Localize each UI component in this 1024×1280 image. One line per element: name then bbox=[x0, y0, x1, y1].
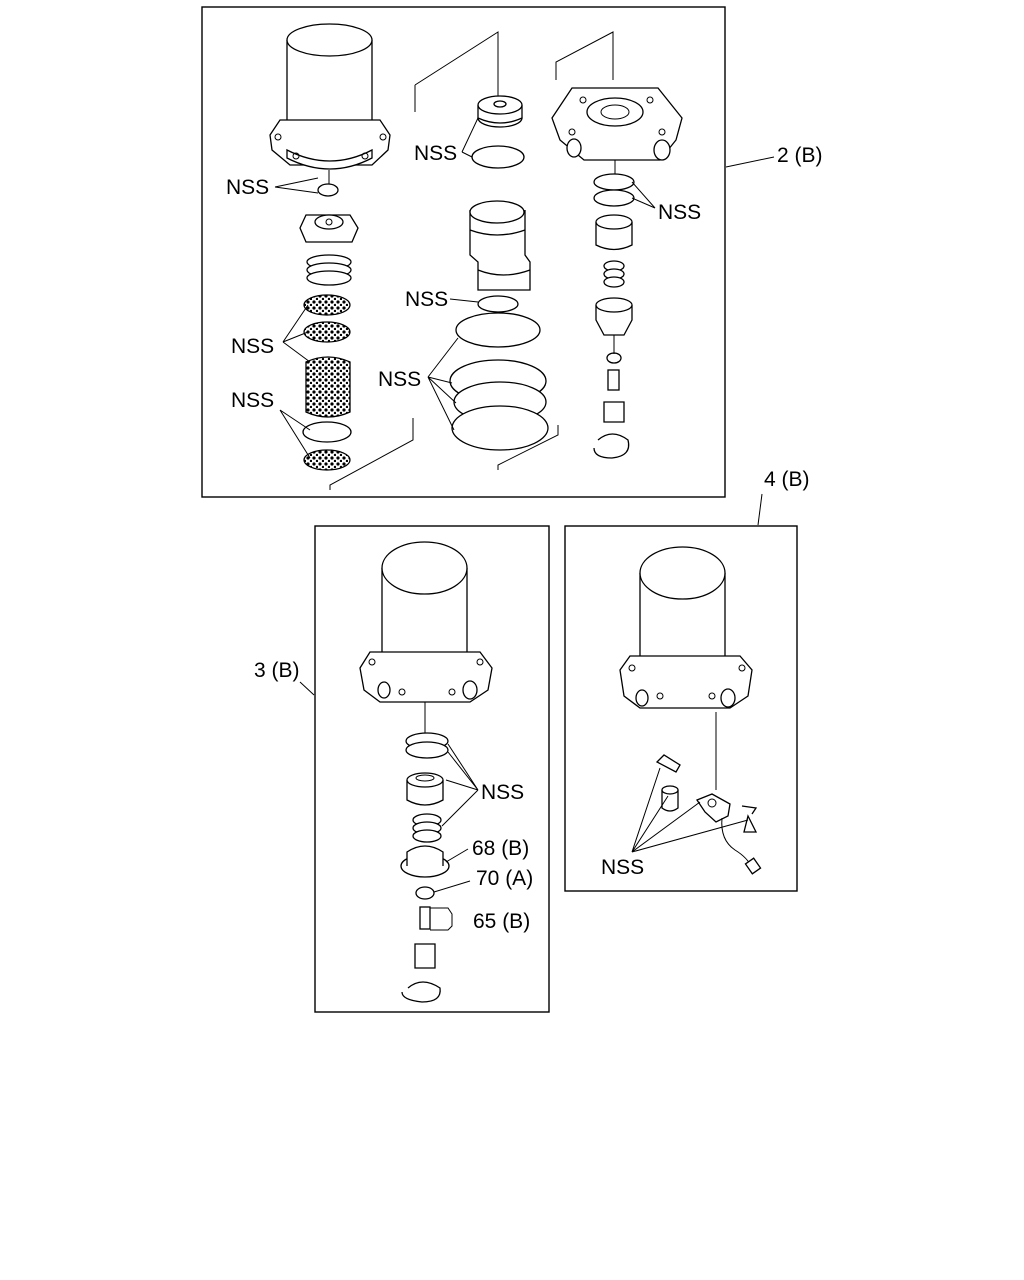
nss-label-4: NSS bbox=[405, 288, 448, 311]
panel-3b-frame bbox=[314, 525, 550, 1013]
label-65b: 65 (B) bbox=[473, 910, 530, 933]
panel-3b: 3 (B) NSS 68 (B) 70 (A) 65 (B) bbox=[254, 525, 550, 1013]
piston-3b bbox=[406, 772, 444, 806]
dryer-cartridge-4b bbox=[619, 546, 753, 709]
valve-body bbox=[551, 87, 683, 161]
spring-right bbox=[603, 260, 625, 288]
filter-disc-3 bbox=[302, 421, 352, 443]
valve-seat-right bbox=[595, 297, 633, 336]
nss-label-7: NSS bbox=[231, 389, 274, 412]
filter-disc-2 bbox=[303, 321, 351, 343]
nss-label-1: NSS bbox=[226, 176, 269, 199]
small-ring-70a bbox=[415, 886, 435, 900]
nss-label-9: NSS bbox=[601, 856, 644, 879]
label-70a: 70 (A) bbox=[476, 867, 533, 890]
dryer-cartridge-3b bbox=[359, 541, 493, 703]
small-valve bbox=[317, 183, 339, 197]
bolt-right bbox=[607, 369, 620, 391]
o-ring-right-2 bbox=[593, 189, 635, 207]
filter-disc-4 bbox=[303, 449, 351, 471]
heater-assembly bbox=[655, 754, 762, 875]
filter-disc-1 bbox=[303, 294, 351, 316]
o-ring-right-1 bbox=[593, 173, 635, 191]
dryer-cartridge bbox=[269, 23, 391, 170]
snap-ring-3b bbox=[401, 981, 441, 1003]
fitting-right bbox=[603, 401, 625, 423]
o-ring-small bbox=[471, 145, 525, 169]
spring-3b bbox=[412, 813, 442, 843]
nss-label-8: NSS bbox=[481, 781, 524, 804]
spring bbox=[306, 254, 352, 286]
panel-4b: 4 (B) NSS bbox=[564, 468, 810, 892]
label-3b: 3 (B) bbox=[254, 659, 300, 682]
center-housing bbox=[469, 200, 531, 291]
o-ring-mid bbox=[477, 295, 519, 313]
panel-4b-frame bbox=[564, 525, 798, 892]
nss-label-2: NSS bbox=[414, 142, 457, 165]
valve-seat-68b bbox=[400, 845, 450, 878]
snap-ring-right bbox=[593, 433, 630, 459]
small-ring-right bbox=[606, 352, 622, 364]
nss-label-6: NSS bbox=[378, 368, 421, 391]
check-valve-cap bbox=[477, 95, 523, 128]
label-2b: 2 (B) bbox=[777, 144, 823, 167]
fitting-3b bbox=[414, 943, 436, 969]
nss-label-3: NSS bbox=[658, 201, 701, 224]
desiccant-bag bbox=[305, 356, 351, 418]
panel-2b: 2 (B) NSS NSS NSS NSS NSS NSS NSS bbox=[201, 6, 823, 498]
label-4b: 4 (B) bbox=[764, 468, 810, 491]
o-ring-large-4 bbox=[451, 405, 549, 451]
top-cover-plate bbox=[299, 214, 359, 243]
label-68b: 68 (B) bbox=[472, 837, 529, 860]
o-ring-large-1 bbox=[455, 312, 541, 348]
panel-2b-frame bbox=[201, 6, 726, 498]
nss-label-5: NSS bbox=[231, 335, 274, 358]
bolt-65b bbox=[419, 906, 453, 931]
piston-right bbox=[595, 214, 633, 251]
